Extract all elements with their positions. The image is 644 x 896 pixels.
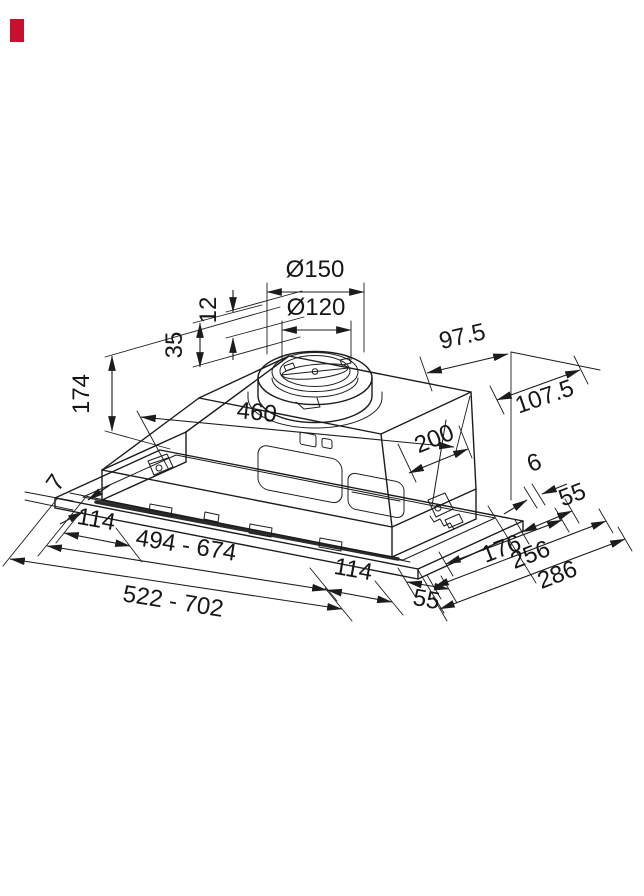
dim-line-rear-top-right	[496, 369, 581, 401]
telescopic-rail	[94, 500, 400, 561]
dim-lip-thickness: 7	[41, 469, 71, 495]
dim-line-inner-depth	[408, 448, 469, 474]
dim-line-lip-a	[87, 484, 111, 501]
damper-flap	[281, 363, 349, 380]
dim-line-rear-gap-a	[503, 499, 528, 515]
dim-stub-height: 12	[195, 297, 222, 324]
dim-rear-gap: 6	[523, 448, 545, 478]
dim-rear-offset: 55	[555, 478, 590, 513]
brand-logo-mark	[10, 19, 24, 42]
dim-line-overall-width	[9, 557, 343, 611]
dim-line-rear-offset	[521, 510, 573, 533]
dim-line-lip-b	[59, 511, 84, 525]
dim-line-left-inset	[63, 532, 131, 547]
dim-overall-width: 522 - 702	[121, 580, 225, 623]
dim-rear-top-right: 107.5	[512, 374, 578, 419]
dim-flange-inner: Ø120	[287, 294, 346, 321]
dim-total-height: 174	[68, 374, 95, 414]
dim-rear-top-left: 97.5	[437, 318, 489, 355]
dimension-labels: Ø150 Ø120 12 35 174 97.5 107.5 460 200 7…	[41, 256, 590, 623]
dim-right-inset: 114	[332, 553, 374, 586]
hood-canopy	[101, 355, 477, 558]
dim-inner-depth: 200	[411, 419, 458, 459]
damper-axis	[280, 367, 350, 376]
dim-line-rear-top-left	[426, 353, 509, 374]
dim-line-right-inset	[326, 588, 393, 604]
dim-bottom-offset: 55	[411, 584, 442, 615]
dim-line-inner-width	[140, 414, 455, 450]
dim-inner-width: 460	[235, 397, 278, 428]
dim-line-rear-gap-b	[541, 483, 568, 495]
dimension-lines	[9, 288, 626, 611]
dim-line-overall-depth	[439, 538, 626, 610]
base-frame	[54, 449, 524, 580]
dim-left-inset: 114	[75, 503, 117, 536]
dim-collar-height: 35	[161, 332, 188, 359]
dim-flange-outer: Ø150	[286, 256, 345, 283]
